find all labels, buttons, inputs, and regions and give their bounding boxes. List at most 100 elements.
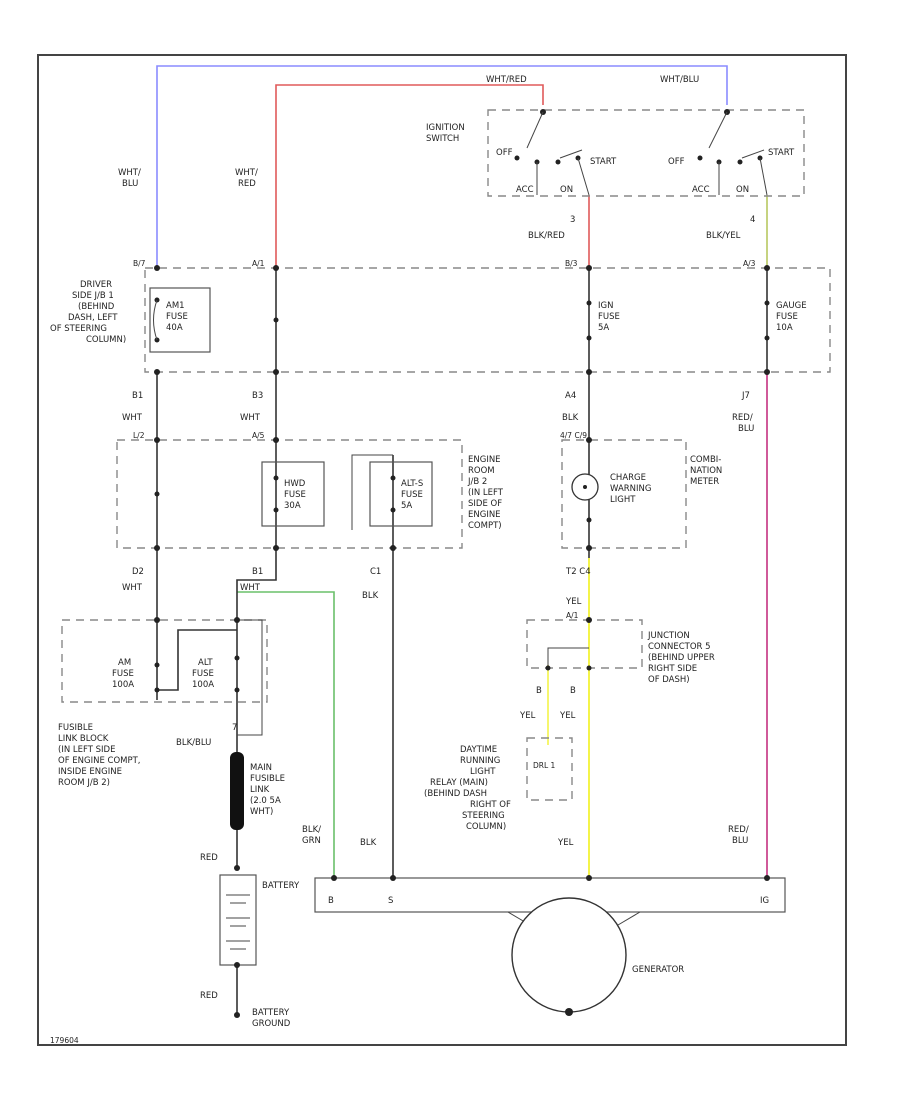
svg-text:BLU: BLU [122,179,138,189]
svg-text:METER: METER [690,477,719,487]
label-blk-red: BLK/RED [528,231,565,241]
label-d2: D2 [132,567,144,577]
label-alt-fuse: ALT FUSE 100A [192,658,214,690]
svg-text:COMBI-: COMBI- [690,455,721,465]
label-jb1-b7: B/7 [133,259,146,268]
am1-fuse-box [149,287,211,353]
label-red-bottom: RED [200,991,218,1001]
svg-text:DASH, LEFT: DASH, LEFT [68,313,118,323]
label-drl-relay: DAYTIME RUNNING LIGHT RELAY (MAIN) (BEHI… [424,745,511,832]
label-b1b: B1 [252,567,263,577]
svg-text:FUSE: FUSE [598,312,620,322]
svg-text:ROOM: ROOM [468,466,495,476]
label-pin-a1: A/1 [566,611,579,620]
svg-text:BLU: BLU [732,836,748,846]
svg-text:MAIN: MAIN [250,763,272,773]
svg-text:100A: 100A [112,680,134,690]
label-junction-connector: JUNCTION CONNECTOR 5 (BEHIND UPPER RIGHT… [647,631,715,685]
label-gen-s: S [388,896,393,906]
label-wht-2: WHT [240,413,261,423]
charge-warning-light-symbol [571,437,599,551]
label-jb2-l2: L/2 [133,431,145,440]
engine-room-jb2-box [116,439,463,549]
label-jb1-a3: A/3 [743,259,756,268]
fusible-link-block-box [61,619,268,703]
label-on-right: ON [736,185,749,195]
label-jb2-a5: A/5 [252,431,265,440]
svg-text:SWITCH: SWITCH [426,134,459,144]
wire-wht-blu [156,65,728,268]
label-acc-left: ACC [516,185,534,195]
label-pin-b-left: B [536,686,542,696]
generator-pins [331,875,770,1016]
ignition-switch-box [487,109,805,197]
svg-text:BLU: BLU [738,424,754,434]
label-wht-red-left: WHT/ RED [235,168,258,189]
svg-text:(BEHIND DASH: (BEHIND DASH [424,789,487,799]
svg-text:100A: 100A [192,680,214,690]
svg-text:5A: 5A [598,323,609,333]
label-b3: B3 [252,391,263,401]
label-alts-fuse: ALT-S FUSE 5A [401,479,423,511]
svg-text:(BEHIND UPPER: (BEHIND UPPER [648,653,715,663]
svg-text:ENGINE: ENGINE [468,455,501,465]
label-wht-blu-top: WHT/BLU [660,75,699,85]
svg-text:(IN LEFT SIDE: (IN LEFT SIDE [58,745,115,755]
label-wht-red-top: WHT/RED [486,75,527,85]
alts-feed-wire [351,454,393,530]
svg-text:5A: 5A [401,501,412,511]
generator-housing-right [617,911,641,926]
svg-text:LINK BLOCK: LINK BLOCK [58,734,109,744]
svg-text:ALT: ALT [198,658,213,668]
drl-relay-box [526,737,573,801]
svg-text:LIGHT: LIGHT [470,767,496,777]
label-b1: B1 [132,391,143,401]
svg-text:WARNING: WARNING [610,484,651,494]
svg-text:DRIVER: DRIVER [80,280,112,290]
svg-text:CONNECTOR 5: CONNECTOR 5 [648,642,711,652]
am1-fuse-symbol [153,297,160,343]
svg-text:LIGHT: LIGHT [610,495,636,505]
label-off-left: OFF [496,148,513,158]
alt-fuse-loop [237,619,263,736]
svg-text:(BEHIND: (BEHIND [78,302,115,312]
svg-text:NATION: NATION [690,466,722,476]
label-blk-2: BLK [362,591,379,601]
label-start-left: START [590,157,617,167]
junction-connector-box [526,619,643,669]
svg-text:STEERING: STEERING [462,811,505,821]
alts-fuse-box [369,461,433,527]
label-wht-3: WHT [122,583,143,593]
svg-text:FUSE: FUSE [401,490,423,500]
svg-text:RUNNING: RUNNING [460,756,500,766]
combination-meter-box [561,439,687,549]
label-driver-jb1: DRIVER SIDE J/B 1 (BEHIND DASH, LEFT OF … [50,280,126,345]
wire-am-return [157,629,237,691]
label-c1: C1 [370,567,381,577]
label-pin7: 7 [232,723,237,733]
svg-text:RIGHT OF: RIGHT OF [470,800,511,810]
label-engine-room-jb2: ENGINE ROOM J/B 2 (IN LEFT SIDE OF ENGIN… [467,455,504,531]
gauge-fuse-symbol [764,300,770,341]
label-blk-blu: BLK/BLU [176,738,211,748]
label-jb1-a1: A/1 [252,259,265,268]
svg-text:RED: RED [238,179,256,189]
fusible-block-pins [154,617,240,693]
label-combination-meter: COMBI- NATION METER [690,455,722,487]
label-gen-ig: IG [760,896,769,906]
svg-text:COMPT): COMPT) [468,521,502,531]
svg-text:COLUMN): COLUMN) [86,335,126,345]
label-wht-4: WHT [240,583,261,593]
ign-fuse-symbol [586,300,592,341]
svg-text:10A: 10A [776,323,793,333]
jb1-pins [154,265,770,375]
svg-text:CHARGE: CHARGE [610,473,646,483]
svg-text:GRN: GRN [302,836,321,846]
label-blk-1: BLK [562,413,579,423]
battery-symbol [219,874,257,966]
label-battery: BATTERY [262,881,300,891]
svg-text:RELAY (MAIN): RELAY (MAIN) [430,778,488,788]
svg-text:WHT/: WHT/ [235,168,258,178]
svg-text:ROOM J/B 2): ROOM J/B 2) [58,778,110,788]
